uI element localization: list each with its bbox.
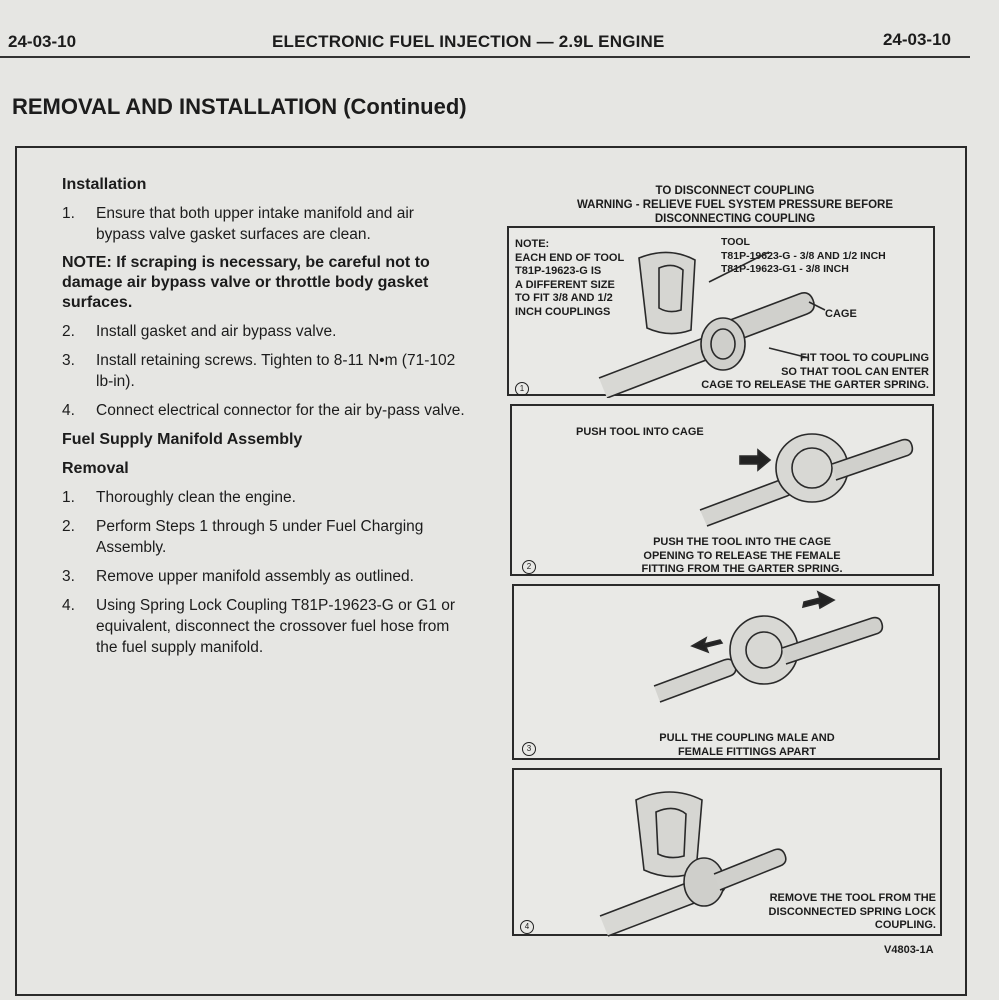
step-text: Connect electrical connector for the air… [96, 402, 465, 419]
chapter-title: ELECTRONIC FUEL INJECTION — 2.9L ENGINE [272, 32, 665, 51]
step-text: Remove upper manifold assembly as outlin… [96, 568, 414, 585]
figure-panel-2: PUSH TOOL INTO CAGE PUSH THE TOOL INTO T… [510, 404, 934, 576]
list-item: 3. Remove upper manifold assembly as out… [62, 566, 467, 587]
list-item: 2. Install gasket and air bypass valve. [62, 321, 467, 342]
panel-number: 2 [522, 560, 536, 574]
step-text: Thoroughly clean the engine. [96, 489, 296, 506]
remove-tool-illustration [599, 791, 787, 937]
pull-apart-illustration [653, 590, 884, 703]
coupling-tool-illustration [598, 251, 826, 398]
tool-size-note: NOTE: EACH END OF TOOL T81P-19623-G IS A… [515, 238, 625, 318]
list-item: 4. Using Spring Lock Coupling T81P-19623… [62, 595, 467, 658]
figure-panel-3: PULL THE COUPLING MALE AND FEMALE FITTIN… [512, 584, 940, 760]
push-tool-label: PUSH TOOL INTO CAGE [576, 426, 704, 438]
step-number: 2. [62, 323, 75, 340]
list-item: 1. Thoroughly clean the engine. [62, 487, 467, 508]
content-box [15, 146, 967, 996]
figure-panel-4: REMOVE THE TOOL FROM THE DISCONNECTED SP… [512, 768, 942, 937]
step-caption: PUSH THE TOOL INTO THE CAGE OPENING TO R… [641, 536, 843, 575]
step-number: 1. [62, 205, 75, 222]
list-item: 3. Install retaining screws. Tighten to … [62, 350, 467, 392]
step-text: Using Spring Lock Coupling T81P-19623-G … [96, 597, 455, 656]
section-title: REMOVAL AND INSTALLATION (Continued) [12, 94, 467, 119]
list-item: 1. Ensure that both upper intake manifol… [62, 203, 467, 245]
step-text: Ensure that both upper intake manifold a… [96, 205, 414, 243]
page-number-right: 24-03-10 [882, 30, 951, 49]
cage-label: CAGE [825, 308, 857, 320]
step-number: 3. [62, 352, 75, 369]
header-rule [0, 56, 970, 58]
figure-title-line: TO DISCONNECT COUPLING [655, 185, 815, 197]
fuel-supply-heading: Fuel Supply Manifold Assembly [62, 431, 303, 448]
figure-panel-1: NOTE: EACH END OF TOOL T81P-19623-G IS A… [507, 226, 935, 398]
page-number-left: 24-03-10 [8, 32, 77, 51]
step-caption: PULL THE COUPLING MALE AND FEMALE FITTIN… [659, 732, 835, 758]
step-text: Install retaining screws. Tighten to 8-1… [96, 352, 456, 390]
figure-warning-line: DISCONNECTING COUPLING [654, 213, 816, 225]
push-tool-illustration [699, 433, 914, 527]
list-item: 4. Connect electrical connector for the … [62, 400, 467, 421]
installation-heading: Installation [62, 176, 147, 193]
page-header: 24-03-10 ELECTRONIC FUEL INJECTION — 2.9… [0, 30, 999, 60]
removal-heading: Removal [62, 460, 129, 477]
figure-warning-line: WARNING - RELIEVE FUEL SYSTEM PRESSURE B… [576, 199, 894, 211]
step-text: Perform Steps 1 through 5 under Fuel Cha… [96, 518, 424, 556]
figure-title: TO DISCONNECT COUPLING WARNING - RELIEVE… [515, 184, 955, 226]
caution-note: NOTE: If scraping is necessary, be caref… [62, 254, 430, 311]
step-caption: FIT TOOL TO COUPLING SO THAT TOOL CAN EN… [701, 352, 929, 391]
step-number: 4. [62, 597, 75, 614]
step-number: 2. [62, 518, 75, 535]
step-text: Install gasket and air bypass valve. [96, 323, 337, 340]
step-number: 4. [62, 402, 75, 419]
panel-number: 3 [522, 742, 536, 756]
figure-id: V4803-1A [884, 944, 934, 956]
procedure-text: Installation 1. Ensure that both upper i… [62, 172, 467, 666]
step-number: 3. [62, 568, 75, 585]
step-number: 1. [62, 489, 75, 506]
list-item: 2. Perform Steps 1 through 5 under Fuel … [62, 516, 467, 558]
panel-number: 1 [515, 382, 529, 396]
step-caption: REMOVE THE TOOL FROM THE DISCONNECTED SP… [768, 892, 936, 931]
panel-number: 4 [520, 920, 534, 934]
